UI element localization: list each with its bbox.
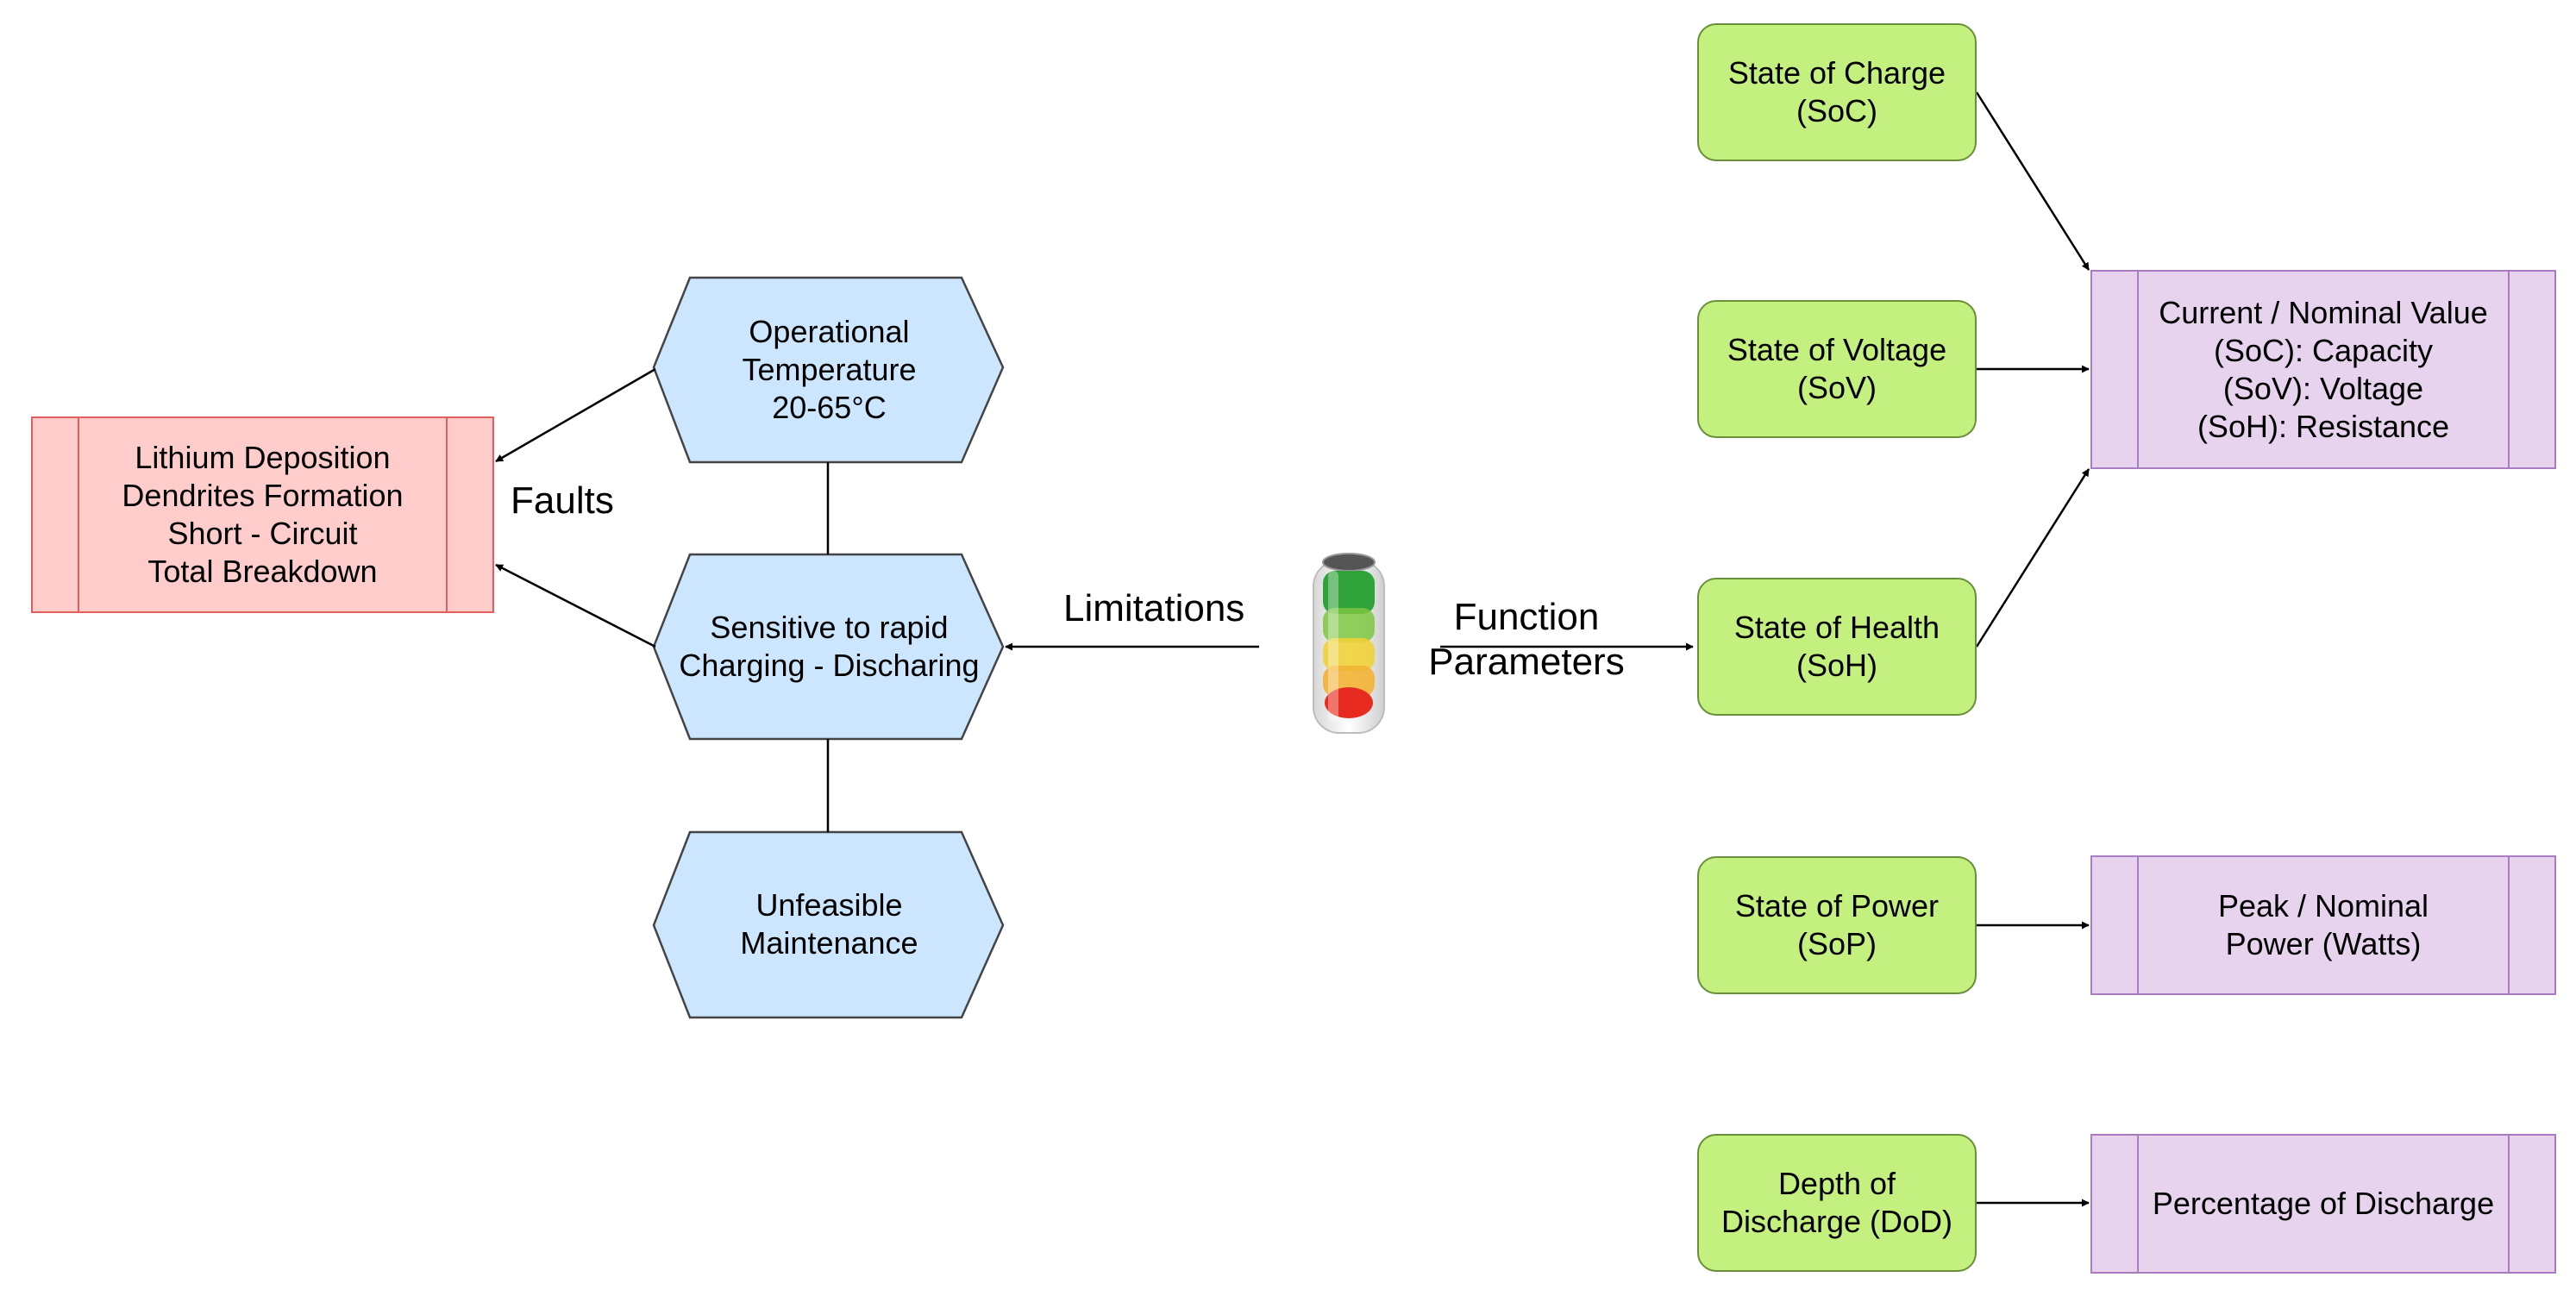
output-nominal-text: Current / Nominal Value (SoC): Capacity … <box>2159 294 2488 444</box>
arrow-temperature-to-faults <box>495 367 656 463</box>
param-soc: State of Charge (SoC) <box>1697 23 1977 161</box>
limitation-maintenance: Unfeasible Maintenance <box>740 887 918 961</box>
output-discharge-right-bar <box>2508 1136 2510 1272</box>
arrow-soh-to-nominal <box>1975 468 2090 648</box>
param-sop-text: State of Power (SoP) <box>1734 888 1940 961</box>
output-power-right-bar <box>2508 857 2510 993</box>
param-soh: State of Health (SoH) <box>1697 578 1977 716</box>
param-dod-text: Depth of Discharge (DoD) <box>1720 1166 1953 1239</box>
limitation-temperature: Operational Temperature 20-65°C <box>742 314 917 425</box>
output-discharge-left-bar <box>2137 1136 2139 1272</box>
output-power-left-bar <box>2137 857 2139 993</box>
faults-box-text: Lithium Deposition Dendrites Formation S… <box>122 440 404 589</box>
hexagon-temperature <box>652 276 1005 464</box>
output-discharge-text: Percentage of Discharge <box>2152 1186 2495 1221</box>
output-nominal-right-bar <box>2508 272 2510 467</box>
edge-label-function-parameters: Function Parameters <box>1428 596 1625 683</box>
faults-box-left-bar <box>78 418 79 611</box>
output-nominal: Current / Nominal Value (SoC): Capacity … <box>2090 270 2556 469</box>
param-sop: State of Power (SoP) <box>1697 856 1977 994</box>
output-nominal-left-bar <box>2137 272 2139 467</box>
output-discharge: Percentage of Discharge <box>2090 1134 2556 1274</box>
edge-label-faults: Faults <box>511 479 614 522</box>
param-soc-text: State of Charge (SoC) <box>1727 55 1946 128</box>
faults-box: Lithium Deposition Dendrites Formation S… <box>31 416 494 613</box>
arrow-soc-to-nominal <box>1975 91 2090 271</box>
battery-icon <box>1313 553 1385 734</box>
arrow-charging-to-faults <box>495 563 656 648</box>
hexagon-maintenance <box>652 830 1005 1019</box>
faults-box-right-bar <box>446 418 448 611</box>
param-sov-text: State of Voltage (SoV) <box>1727 332 1947 405</box>
output-power: Peak / Nominal Power (Watts) <box>2090 855 2556 995</box>
param-dod: Depth of Discharge (DoD) <box>1697 1134 1977 1272</box>
output-power-text: Peak / Nominal Power (Watts) <box>2217 888 2429 961</box>
edge-label-limitations: Limitations <box>1063 587 1245 629</box>
param-sov: State of Voltage (SoV) <box>1697 300 1977 438</box>
param-soh-text: State of Health (SoH) <box>1733 610 1940 683</box>
limitation-charging: Sensitive to rapid Charging - Discharing <box>679 610 980 683</box>
